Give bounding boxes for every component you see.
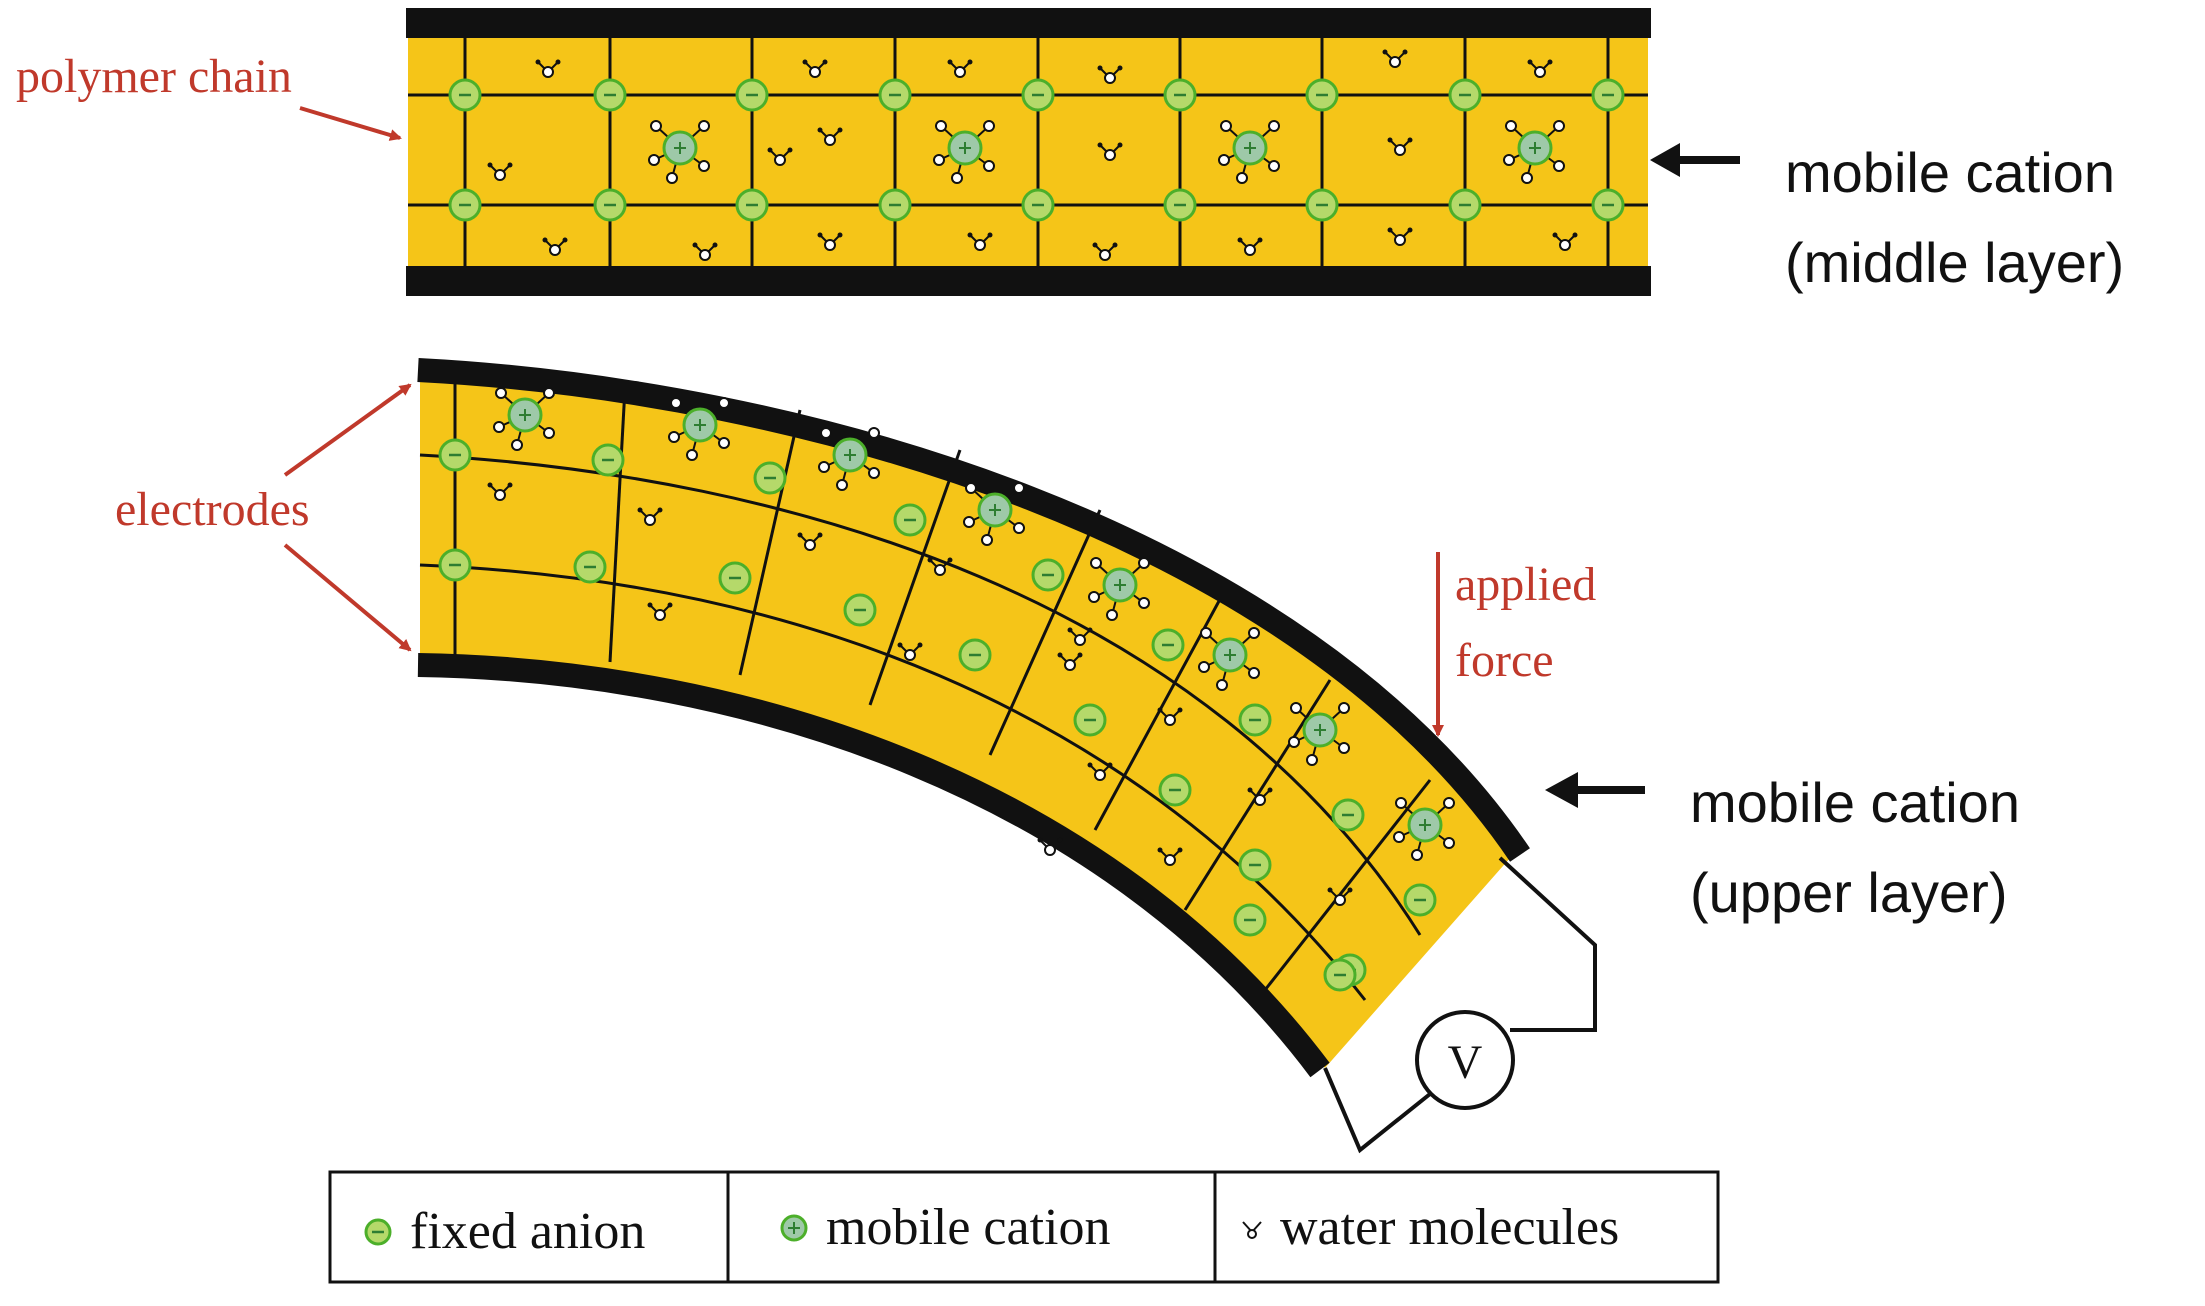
legend: fixed anion mobile cation water molecule…: [328, 1170, 1720, 1284]
label-mobile-cation-upper-line2: (upper layer): [1690, 861, 2007, 924]
top-electrode-straight: [406, 8, 1651, 38]
top-electrode-bent: [417, 358, 1530, 862]
legend-mobile-cation-label: mobile cation: [826, 1199, 1110, 1256]
polymer-body-bent: [420, 380, 1510, 1068]
label-electrodes: electrodes: [115, 483, 310, 536]
voltmeter-symbol: V: [1448, 1036, 1483, 1089]
bottom-electrode-bent: [417, 653, 1330, 1078]
mobile-cation-icon: [780, 1214, 808, 1242]
legend-water-molecules-label: water molecules: [1280, 1199, 1619, 1256]
label-applied-force-line1: applied: [1455, 558, 1596, 611]
fixed-anion-icon: [364, 1218, 392, 1246]
label-polymer-chain: polymer chain: [16, 50, 292, 103]
label-mobile-cation-upper-line1: mobile cation: [1690, 771, 2020, 834]
legend-fixed-anion-label: fixed anion: [410, 1203, 645, 1260]
label-mobile-cation-middle-line2: (middle layer): [1785, 231, 2124, 294]
bent-actuator: [417, 358, 1530, 1078]
legend-item-mobile-cation: mobile cation: [780, 1199, 1110, 1256]
water-molecule-icon: [1242, 1221, 1262, 1239]
label-mobile-cation-middle-line1: mobile cation: [1785, 141, 2115, 204]
polymer-body-straight: [408, 32, 1648, 292]
legend-item-water-molecules: water molecules: [1242, 1199, 1619, 1256]
legend-item-fixed-anion: fixed anion: [364, 1203, 645, 1260]
straight-actuator: [406, 8, 1651, 296]
label-applied-force-line2: force: [1455, 634, 1554, 687]
mobile-cation-upper-arrow: [1545, 772, 1645, 808]
mobile-cation-middle-arrow: [1650, 143, 1740, 177]
bottom-electrode-straight: [406, 266, 1651, 296]
voltmeter: V: [1415, 1010, 1515, 1110]
voltmeter-circuit: [1323, 856, 1597, 1154]
